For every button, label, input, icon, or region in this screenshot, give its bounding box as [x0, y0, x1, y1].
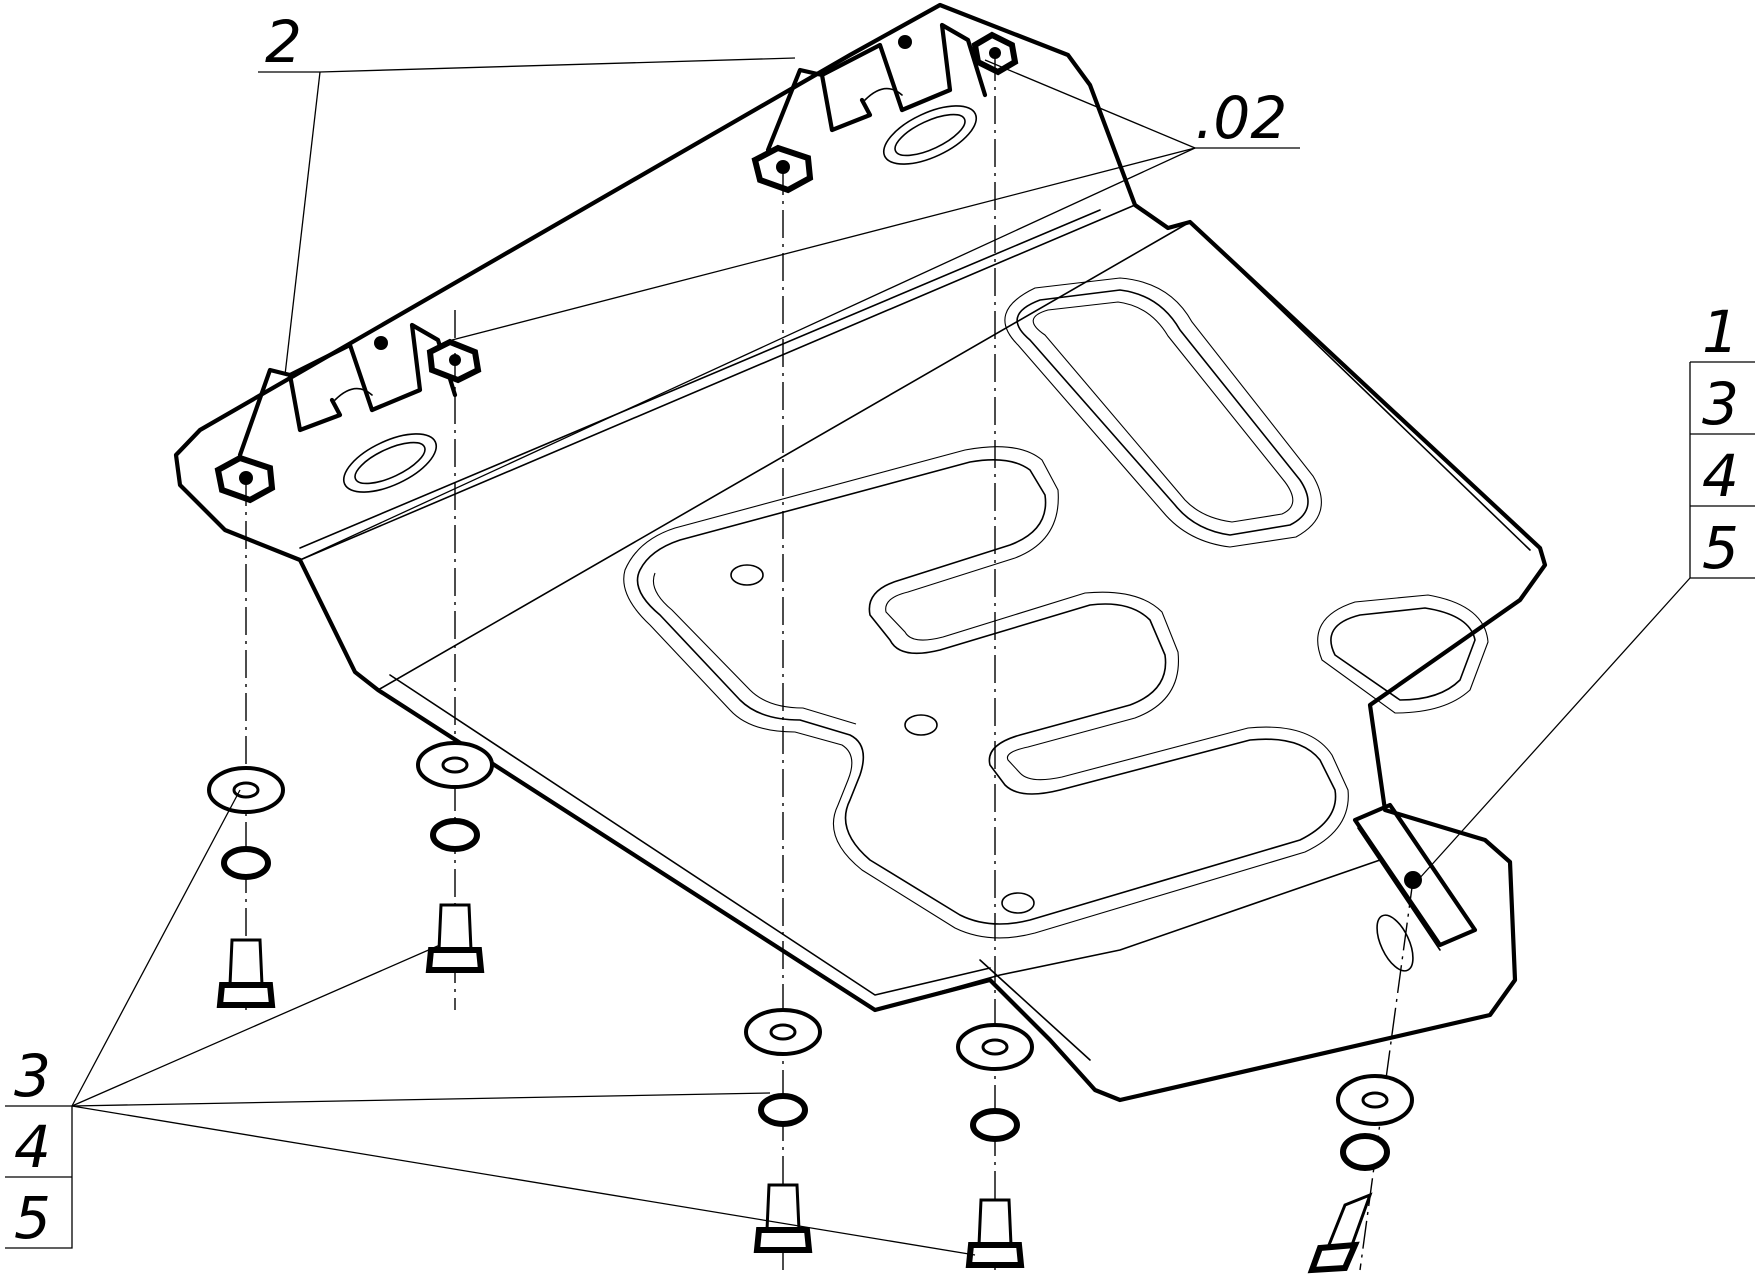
fastener-stack-5 — [1307, 1074, 1414, 1274]
leader-lines — [71, 57, 1691, 1256]
skid-plate — [173, 2, 1548, 1103]
callout-right-1: 1 — [1702, 298, 1739, 366]
callout-right: 1 3 4 5 — [1689, 298, 1755, 582]
callout-right-4: 4 — [1702, 442, 1739, 510]
callout-right-3: 3 — [1702, 370, 1739, 438]
fastener-stack-3 — [744, 1008, 822, 1253]
bracket-left — [214, 322, 482, 504]
stiffening-ribs — [623, 277, 1489, 939]
fastener-stack-4 — [956, 1023, 1034, 1268]
assembly-axes — [245, 53, 1414, 1271]
label-2: 2 — [265, 8, 302, 76]
callout-left: 3 4 5 — [5, 1042, 73, 1252]
label-bracket: 2 — [265, 8, 302, 76]
fastener-stack-2 — [416, 741, 494, 973]
rear-mounting-tab — [1352, 802, 1478, 972]
callout-left-5: 5 — [14, 1184, 51, 1252]
callout-left-4: 4 — [14, 1113, 51, 1181]
callout-right-5: 5 — [1702, 514, 1739, 582]
label-02: .02 — [1195, 84, 1287, 152]
label-plate: .02 — [1195, 84, 1287, 152]
fastener-stack-1 — [207, 766, 285, 1008]
bracket-right — [751, 22, 1019, 194]
callout-left-3: 3 — [14, 1042, 51, 1110]
